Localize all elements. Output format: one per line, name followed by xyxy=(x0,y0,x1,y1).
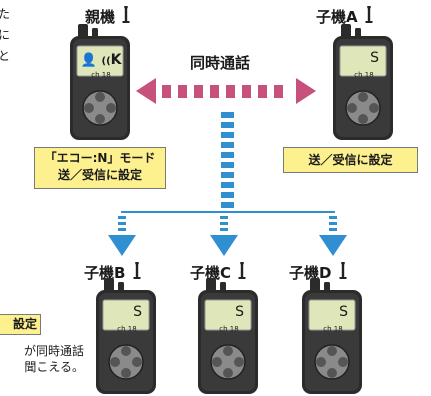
branch-dash xyxy=(329,216,337,219)
echo-mode-line1: 「エコー:N」モード xyxy=(44,151,156,165)
child-c-label-text: 子機C xyxy=(190,264,232,282)
speaker-person-icon: 👤 xyxy=(80,53,97,68)
dpad-icon xyxy=(210,344,246,380)
dash xyxy=(274,85,283,98)
arrow-head-left xyxy=(136,78,156,104)
trunk-dash xyxy=(221,152,234,158)
parent-screen-main: K xyxy=(110,52,122,68)
arrow-head-right xyxy=(296,78,316,104)
branch-dash xyxy=(118,222,126,225)
child-c-screen-channel: ch 18 xyxy=(219,325,239,333)
branch-dash xyxy=(118,228,126,231)
branch-dash xyxy=(220,216,228,219)
dash xyxy=(162,85,171,98)
dash xyxy=(258,85,267,98)
footnote-line: が同時通話 xyxy=(23,344,84,358)
trunk-dash xyxy=(221,192,234,198)
child-a-screen-main: S xyxy=(370,50,379,66)
dash xyxy=(242,85,251,98)
branch-dash xyxy=(329,222,337,225)
child-a-device xyxy=(333,24,393,140)
dpad-icon xyxy=(82,90,118,126)
child-b-label: 子機B xyxy=(84,260,142,283)
child-b-device xyxy=(96,278,156,394)
child-a-setting-box: 送／受信に設定 xyxy=(283,147,418,173)
dpad-icon xyxy=(314,344,350,380)
parent-screen-channel: ch 18 xyxy=(91,71,111,79)
child-c-screen-main: S xyxy=(235,304,244,320)
child-d-label-text: 子機D xyxy=(289,264,332,282)
trunk-dash xyxy=(221,112,234,118)
arrow-head-down xyxy=(210,235,238,256)
child-a-setting-text: 送／受信に設定 xyxy=(308,153,393,167)
branch-dash xyxy=(329,228,337,231)
dash xyxy=(194,85,203,98)
child-d-device xyxy=(302,278,362,394)
clipped-description: た に と xyxy=(0,4,10,67)
branch-dash xyxy=(220,222,228,225)
branch-dash xyxy=(220,228,228,231)
child-b-label-text: 子機B xyxy=(84,264,126,282)
clipped-line: に xyxy=(0,28,11,42)
child-c-label: 子機C xyxy=(190,260,247,283)
child-d-screen-channel: ch 18 xyxy=(323,325,343,333)
child-c-device xyxy=(198,278,258,394)
parent-unit-label: 親機 xyxy=(85,3,131,27)
trunk-dash xyxy=(221,202,234,208)
child-b-screen-channel: ch 18 xyxy=(117,325,137,333)
partial-setting-box: 設定 xyxy=(0,314,41,335)
child-b-screen-main: S xyxy=(133,304,142,320)
echo-mode-line2: 送／受信に設定 xyxy=(57,168,142,182)
dash xyxy=(210,85,219,98)
clipped-line: と xyxy=(0,49,11,63)
horizontal-bus xyxy=(121,211,335,213)
child-d-screen-main: S xyxy=(339,304,348,320)
parent-screen: 👤 ((K xyxy=(80,52,122,68)
arrow-head-down xyxy=(319,235,347,256)
echo-mode-box: 「エコー:N」モード 送／受信に設定 xyxy=(34,147,166,189)
simultaneous-call-label: 同時通話 xyxy=(190,54,251,72)
child-a-screen-channel: ch 18 xyxy=(354,71,374,79)
footnote: が同時通話 聞こえる。 xyxy=(0,343,84,375)
trunk-dash xyxy=(221,182,234,188)
trunk-dash xyxy=(221,132,234,138)
dpad-icon xyxy=(345,90,381,126)
parent-device xyxy=(70,24,130,140)
trunk-dash xyxy=(221,162,234,168)
footnote-line: 聞こえる。 xyxy=(24,360,84,374)
partial-setting-text: 設定 xyxy=(12,317,37,331)
trunk-dash xyxy=(221,172,234,178)
dash xyxy=(178,85,187,98)
arrow-head-down xyxy=(108,235,136,256)
pink-bidirectional-arrow xyxy=(136,78,316,104)
dash xyxy=(226,85,235,98)
trunk-dash xyxy=(221,122,234,128)
clipped-line: た xyxy=(0,7,11,21)
child-a-label: 子機A xyxy=(316,3,374,27)
parent-unit-label-text: 親機 xyxy=(85,8,116,26)
trunk-dash xyxy=(221,142,234,148)
branch-dash xyxy=(118,216,126,219)
dpad-icon xyxy=(108,344,144,380)
child-d-label: 子機D xyxy=(289,260,348,283)
child-a-label-text: 子機A xyxy=(316,8,358,26)
